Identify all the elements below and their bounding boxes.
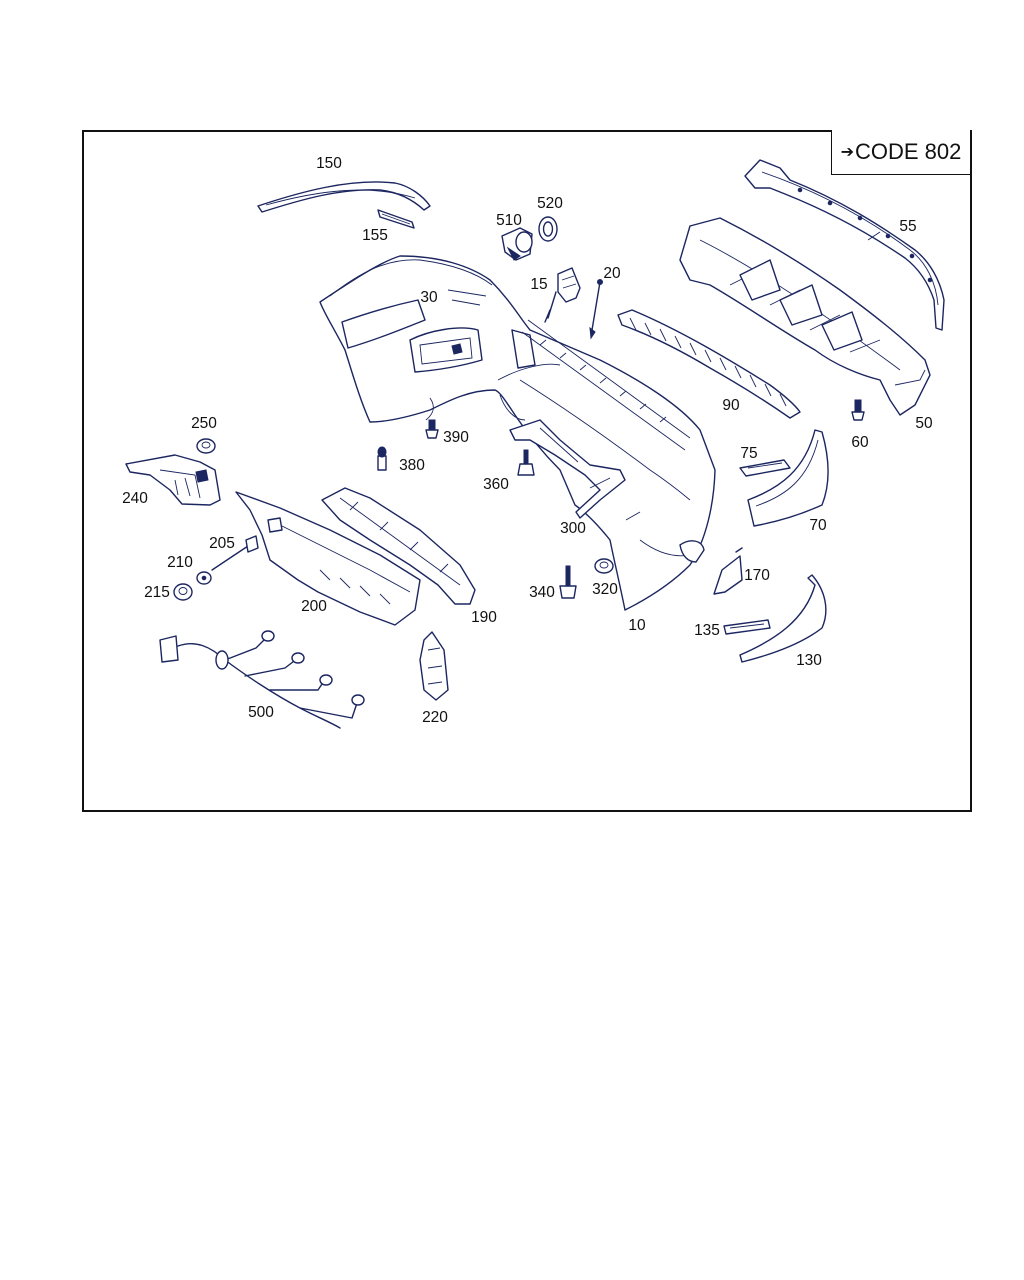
part-15-bracket: [544, 267, 581, 323]
part-220-bracket: [419, 631, 449, 701]
label-15: 15: [530, 276, 547, 293]
part-250-nut: [196, 438, 216, 454]
part-55-upper-rail: [744, 159, 945, 331]
part-170-cover: [713, 547, 743, 595]
label-70: 70: [809, 517, 827, 534]
label-75: 75: [740, 445, 757, 462]
label-520: 520: [537, 195, 563, 212]
label-320: 320: [592, 581, 618, 598]
part-210-washer: [196, 571, 212, 585]
part-50-diffuser: [679, 217, 931, 416]
part-190-beam: [321, 487, 476, 605]
label-135: 135: [694, 622, 720, 639]
label-220: 220: [422, 709, 448, 726]
part-90-ribbed-strip: [617, 309, 801, 419]
label-510: 510: [496, 212, 522, 229]
diagram-frame: [82, 130, 972, 812]
part-155-strip: [377, 209, 415, 229]
leader-55: [867, 231, 881, 241]
part-70-trim: [747, 429, 829, 527]
arrow-right-icon: ➔: [840, 144, 854, 161]
part-520-ring: [538, 216, 558, 242]
label-60: 60: [851, 434, 869, 451]
label-170: 170: [744, 567, 770, 584]
label-10: 10: [628, 617, 646, 634]
label-500: 500: [248, 704, 274, 721]
label-300: 300: [560, 520, 586, 537]
label-240: 240: [122, 490, 148, 507]
part-200-absorber: [235, 491, 421, 626]
part-510-sensor: [501, 227, 533, 261]
label-30: 30: [420, 289, 438, 306]
part-20-pin: [589, 279, 603, 340]
part-60-screw: [851, 399, 865, 421]
label-210: 210: [167, 554, 193, 571]
label-360: 360: [483, 476, 509, 493]
part-380-bolt: [377, 446, 387, 471]
label-55: 55: [899, 218, 916, 235]
label-130: 130: [796, 652, 822, 669]
part-135-clip: [723, 619, 771, 635]
part-240-bracket: [125, 454, 221, 506]
part-215-nut: [173, 583, 193, 601]
part-75-clip: [739, 459, 791, 477]
label-90: 90: [722, 397, 740, 414]
part-130-strip: [739, 574, 827, 663]
part-30-bumper-cover: [319, 255, 716, 611]
part-390-clip: [425, 419, 439, 439]
part-150-trim-strip: [257, 181, 431, 213]
label-190: 190: [471, 609, 497, 626]
code-label: CODE 802: [855, 139, 962, 164]
label-340: 340: [529, 584, 555, 601]
part-500-harness: [159, 630, 365, 729]
label-20: 20: [603, 265, 621, 282]
part-205-bolt: [211, 535, 259, 571]
part-320-nut: [594, 558, 614, 574]
label-200: 200: [301, 598, 327, 615]
part-360-screw: [517, 449, 535, 476]
label-215: 215: [144, 584, 170, 601]
label-390: 390: [443, 429, 469, 446]
code-box: ➔ CODE 802: [831, 130, 970, 175]
label-50: 50: [915, 415, 933, 432]
label-150: 150: [316, 155, 342, 172]
part-340-screw: [559, 565, 577, 599]
part-300-bracket: [509, 419, 626, 519]
label-250: 250: [191, 415, 217, 432]
label-205: 205: [209, 535, 235, 552]
label-380: 380: [399, 457, 425, 474]
label-155: 155: [362, 227, 388, 244]
